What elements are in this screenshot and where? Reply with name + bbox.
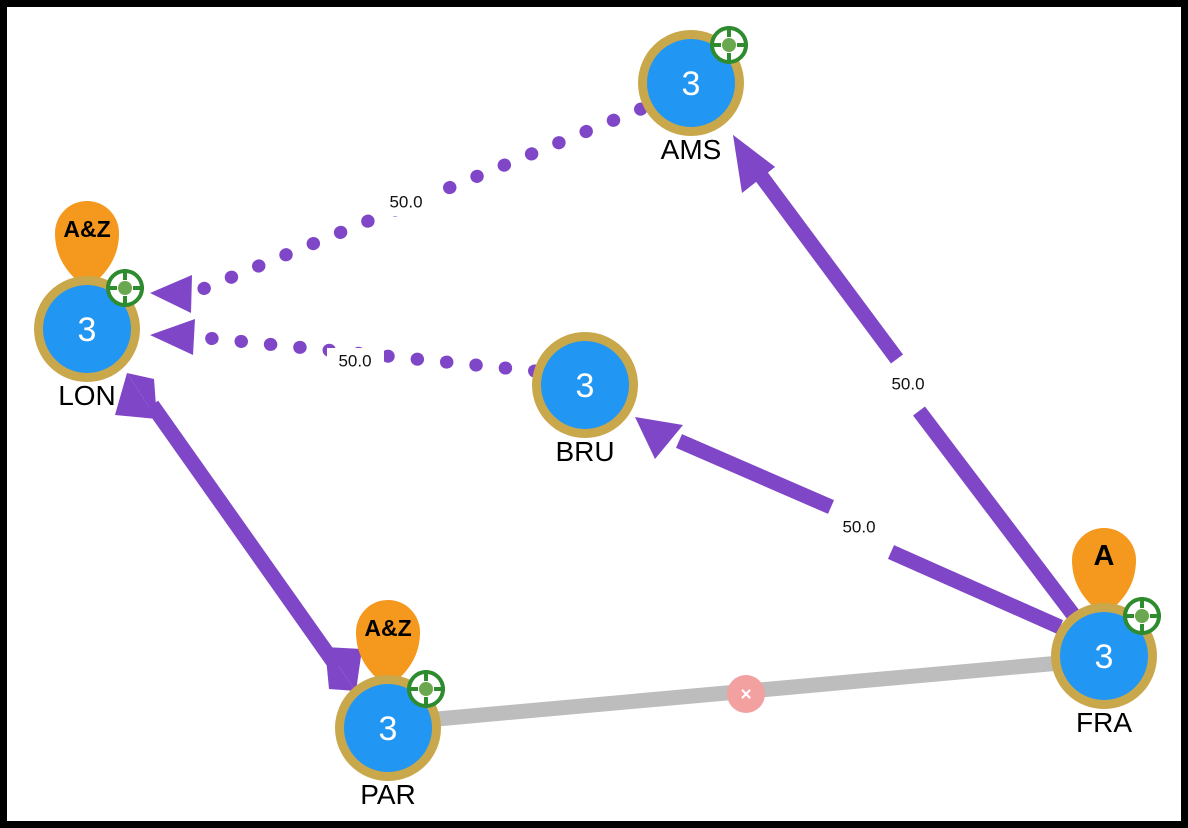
node-bru-body[interactable] — [541, 341, 629, 429]
target-icon[interactable] — [106, 269, 144, 307]
node-fra-pin[interactable]: A — [1072, 528, 1136, 616]
node-ams-body[interactable] — [647, 39, 735, 127]
target-icon[interactable] — [1123, 597, 1161, 635]
edge-label-layer: 50.0 50.0 50.0 50.0 — [327, 189, 925, 536]
network-topology-graph: × 50.0 50.0 50.0 — [34, 26, 1161, 810]
target-icon[interactable] — [710, 26, 748, 64]
edge-fra-bru[interactable] — [635, 417, 1064, 634]
node-par[interactable]: A&Z 3 PAR — [335, 600, 445, 810]
target-icon[interactable] — [407, 670, 445, 708]
node-fra-body[interactable] — [1060, 612, 1148, 700]
node-lon[interactable]: A&Z 3 LON — [34, 201, 144, 411]
edge-label-bru-lon: 50.0 — [327, 348, 384, 375]
edge-label-fra-bru: 50.0 — [842, 517, 875, 536]
edge-bru-lon[interactable] — [150, 319, 542, 378]
node-par-label: PAR — [360, 779, 416, 810]
node-par-pin[interactable]: A&Z — [356, 600, 420, 688]
node-lon-body[interactable] — [43, 285, 131, 373]
node-bru[interactable]: 3 BRU — [532, 332, 638, 467]
svg-text:50.0: 50.0 — [338, 351, 371, 370]
svg-text:50.0: 50.0 — [842, 517, 875, 536]
node-lon-count: 3 — [78, 311, 97, 349]
edge-label-fra-ams: 50.0 — [891, 374, 924, 393]
node-fra-label: FRA — [1076, 707, 1132, 738]
edge-par-lon[interactable] — [115, 373, 362, 691]
node-par-body[interactable] — [344, 684, 432, 772]
node-fra-count: 3 — [1095, 638, 1114, 676]
svg-text:A: A — [1094, 540, 1115, 572]
svg-text:50.0: 50.0 — [389, 192, 422, 211]
node-par-count: 3 — [379, 710, 398, 748]
edge-label-ams-lon: 50.0 — [378, 189, 435, 216]
node-ams-count: 3 — [682, 65, 701, 103]
node-bru-count: 3 — [576, 367, 595, 405]
svg-text:50.0: 50.0 — [891, 374, 924, 393]
node-fra[interactable]: A 3 FRA — [1051, 528, 1161, 738]
svg-text:A&Z: A&Z — [63, 216, 110, 242]
blocked-link-marker[interactable] — [727, 675, 765, 713]
node-layer: 3 AMS A&Z 3 — [34, 26, 1161, 810]
blocked-link-glyph: × — [740, 685, 751, 706]
node-ams[interactable]: 3 AMS — [638, 26, 748, 165]
node-ams-label: AMS — [661, 134, 722, 165]
node-lon-pin[interactable]: A&Z — [55, 201, 119, 289]
edge-par-fra[interactable]: × — [436, 655, 1061, 727]
node-lon-label: LON — [58, 380, 116, 411]
edge-fra-ams[interactable] — [733, 135, 1081, 622]
node-bru-label: BRU — [555, 436, 614, 467]
svg-text:A&Z: A&Z — [364, 615, 411, 641]
